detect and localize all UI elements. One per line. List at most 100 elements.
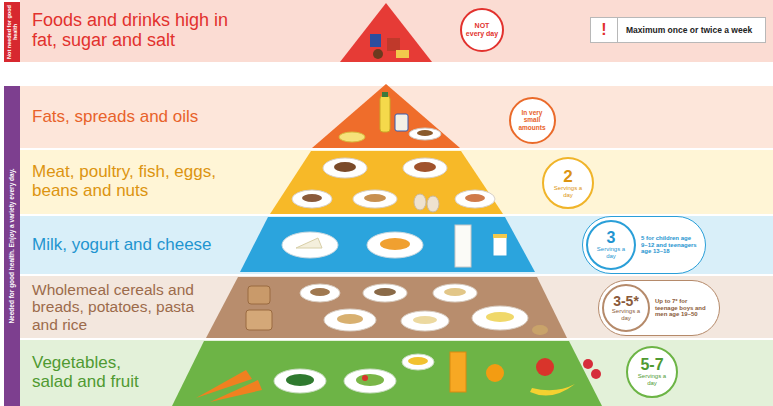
treat-food (373, 49, 383, 59)
dairy-food (493, 234, 507, 238)
band-label: Vegetables, salad and fruit (32, 354, 157, 391)
dairy-food (367, 232, 423, 258)
protein-food (414, 194, 426, 210)
fruit-veg-food (536, 358, 554, 376)
rotated-label: Not needed for good health (4, 2, 20, 62)
protein-food (414, 162, 436, 172)
starch-food (433, 284, 477, 302)
fat-food (417, 130, 433, 136)
dairy-food (296, 238, 322, 248)
callout-content: 3Servings a day (595, 230, 627, 259)
serving-circle: NOT every day (460, 8, 504, 52)
food-band: Vegetables, salad and fruit 5-7Servings a… (20, 340, 773, 406)
serving-note: 5 for children age 9–12 and teenagers ag… (641, 235, 697, 256)
starch-food (413, 316, 437, 324)
callout-content: 5-7Servings a day (635, 357, 670, 386)
pyramid-segment (312, 84, 460, 148)
side-strip: Needed for good health. Enjoy a variety … (4, 86, 20, 406)
fruit-veg-food (583, 359, 593, 369)
protein-foods (292, 158, 495, 212)
rotated-label: Needed for good health. Enjoy a variety … (4, 86, 20, 406)
callout-text: NOT every day (465, 22, 499, 37)
fat-foods (339, 92, 441, 142)
starch-food (300, 284, 340, 302)
fruit-veg-food (486, 364, 504, 382)
protein-food (364, 194, 386, 202)
band-label: Fats, spreads and oils (32, 108, 198, 127)
callout-content: 2Servings a day (551, 168, 585, 198)
dairy-food (455, 225, 471, 267)
dairy-food (282, 232, 338, 258)
callout-text: In very small amounts (515, 109, 549, 130)
warning-text-cell: Maximum once or twice a week (618, 18, 760, 42)
band-ground (20, 276, 773, 338)
starch-food (248, 286, 270, 304)
dairy-food (493, 236, 507, 256)
treat-food (370, 34, 381, 47)
fruit-veg-food (356, 374, 384, 386)
protein-food (465, 194, 485, 202)
fat-food (409, 128, 441, 140)
band-ground (20, 216, 773, 274)
serving-number: 2 (551, 168, 585, 185)
band-label: Wholemeal cereals and breads, potatoes, … (32, 281, 207, 332)
warning-cell: ! (591, 18, 618, 42)
starch-food (246, 310, 272, 330)
dairy-foods (282, 225, 507, 267)
side-strip: Not needed for good health (4, 2, 20, 62)
fruit-veg-food (450, 352, 466, 392)
warning-box: ! Maximum once or twice a week (590, 17, 766, 43)
food-band: Foods and drinks high in fat, sugar and … (20, 0, 773, 62)
pyramid-segment (240, 217, 535, 272)
band-ground (20, 340, 773, 406)
food-band: Milk, yogurt and cheese3Servings a day5 … (20, 216, 773, 274)
starch-food (472, 306, 528, 330)
fruit-veg-food (344, 369, 396, 393)
band-label: Meat, poultry, fish, eggs, beans and nut… (32, 163, 257, 200)
callout-text: Servings a day (595, 246, 627, 259)
protein-food (323, 158, 367, 178)
starch-food (363, 284, 407, 302)
fruit-veg-food (530, 384, 575, 396)
band-ground (20, 150, 773, 214)
starch-food (310, 288, 330, 296)
serving-circle: 3Servings a day (586, 220, 636, 270)
callout-text: Servings a day (551, 185, 585, 198)
callout-text: Servings a day (635, 373, 670, 386)
serving-number: 3 (595, 230, 627, 246)
warning-mark: ! (601, 21, 606, 39)
starch-food (374, 288, 396, 296)
food-band: Fats, spreads and oils In very small amou… (20, 86, 773, 148)
serving-circle: 2Servings a day (542, 157, 594, 209)
band-ground (20, 0, 773, 62)
fruit-veg-food (402, 354, 434, 370)
serving-number: 3-5* (610, 294, 642, 308)
callout-text: Servings a day (610, 308, 642, 321)
protein-food (302, 194, 322, 202)
fat-food (382, 92, 388, 97)
pyramid-segment (340, 3, 432, 62)
treat-food (387, 38, 400, 51)
fruit-veg-food (408, 357, 428, 365)
starch-food (337, 314, 363, 324)
treat-food (396, 50, 409, 58)
fat-food (339, 132, 365, 142)
pyramid-segment (270, 151, 503, 214)
protein-food (292, 190, 332, 208)
callout-content: NOT every day (465, 22, 499, 37)
food-band: Meat, poultry, fish, eggs, beans and nut… (20, 150, 773, 214)
band-label: Foods and drinks high in fat, sugar and … (32, 11, 252, 51)
callout-content: 3-5*Servings a day (610, 294, 642, 321)
protein-food (403, 158, 447, 178)
starch-foods (246, 284, 548, 335)
callout-content: In very small amounts (515, 109, 549, 130)
serving-circle: 5-7Servings a day (626, 346, 678, 398)
starch-food (532, 325, 548, 335)
fruit-veg-food (210, 380, 262, 402)
serving-circle: In very small amounts (509, 97, 556, 144)
food-band: Wholemeal cereals and breads, potatoes, … (20, 276, 773, 338)
starch-food (486, 312, 514, 322)
fruit-veg-foods (196, 352, 601, 402)
